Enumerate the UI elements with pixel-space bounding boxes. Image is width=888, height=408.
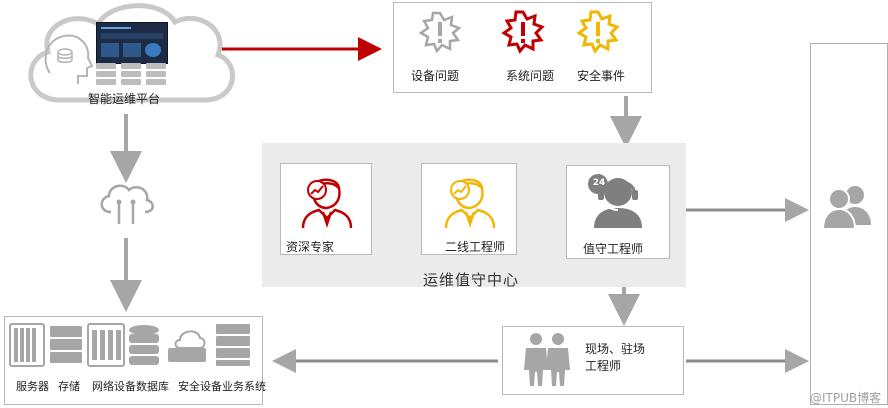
headset-agent-icon <box>588 174 642 228</box>
duty-badge: 24 <box>592 178 606 188</box>
onsite-label-line2: 工程师 <box>585 359 622 373</box>
infra-label-business: 业务系统 <box>222 380 266 393</box>
infrastructure-icons <box>9 323 250 367</box>
ops-center-title: 运维值守中心 <box>423 271 520 289</box>
customers-icon <box>821 186 871 230</box>
infra-label-storage: 存储 <box>58 380 80 393</box>
second-line-label: 二线工程师 <box>445 240 506 254</box>
server-stack-icons <box>96 63 166 85</box>
infra-label-security: 安全设备 <box>178 380 222 393</box>
infra-label-database: 数据库 <box>136 380 169 393</box>
expert-icon <box>301 178 353 229</box>
device-issue-icon <box>418 11 462 54</box>
platform-label: 智能运维平台 <box>88 92 161 106</box>
infra-label-network: 网络设备 <box>92 380 136 393</box>
device-issue-label: 设备问题 <box>411 69 460 83</box>
security-event-icon <box>576 10 620 54</box>
onsite-engineers-icon <box>524 333 570 386</box>
system-issue-icon <box>501 10 545 54</box>
dashboard-screenshot <box>96 22 168 64</box>
cloud-link-icon <box>100 184 154 224</box>
infra-label-server: 服务器 <box>16 380 49 393</box>
head-icon <box>44 34 94 84</box>
security-event-label: 安全事件 <box>577 69 626 83</box>
watermark: @ITPUB博客 <box>810 391 882 405</box>
onsite-label-line1: 现场、驻场 <box>585 342 646 356</box>
duty-label: 值守工程师 <box>583 242 644 256</box>
system-issue-label: 系统问题 <box>506 69 555 83</box>
second-line-icon <box>444 178 496 229</box>
expert-label: 资深专家 <box>286 240 335 254</box>
